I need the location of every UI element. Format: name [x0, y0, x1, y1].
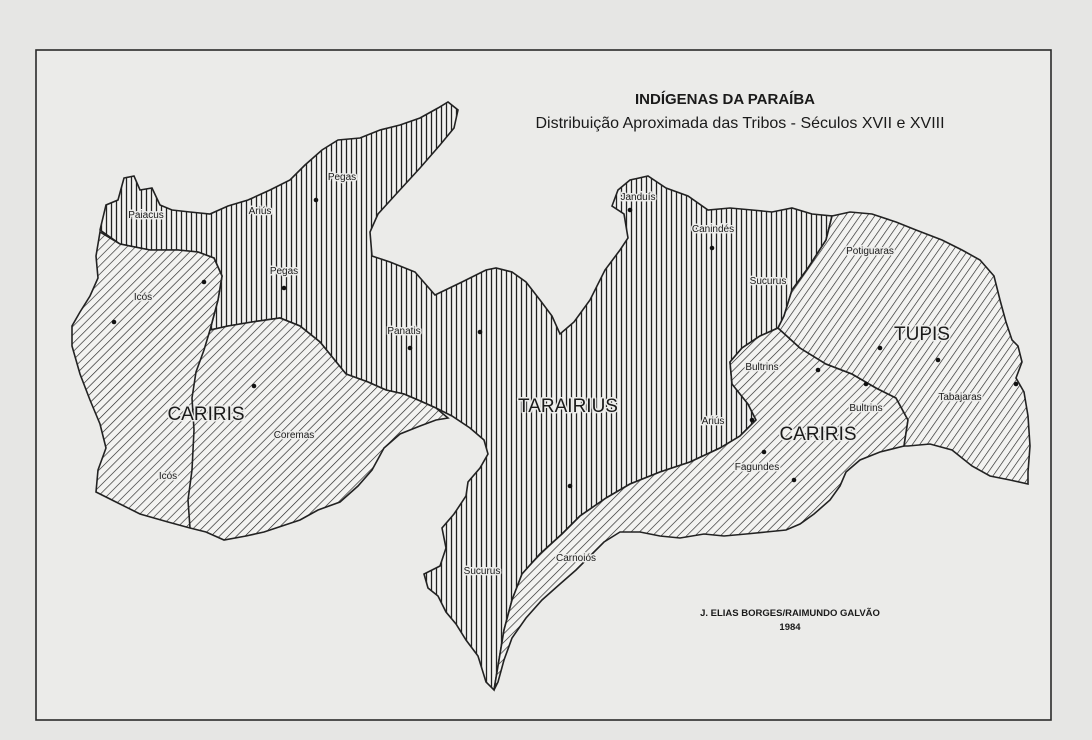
map-credit-year: 1984: [779, 622, 801, 633]
map-credit-authors: J. ELIAS BORGES/RAIMUNDO GALVÃO: [700, 608, 880, 619]
marker-bultrins-2: [863, 381, 869, 387]
group-label-tarairius: TARAIRIUS: [518, 396, 618, 417]
cariris-west-region: [71, 230, 450, 541]
tribe-label-arius-south: Ariús: [702, 416, 725, 427]
marker-jandui: [627, 207, 633, 213]
tribe-label-canindes: Canindés: [692, 224, 734, 235]
tribe-label-sucurus-south: Sucurus: [464, 566, 501, 577]
tribe-label-pegas-north: Pegas: [328, 172, 356, 183]
marker-pegas-mid: [281, 285, 287, 291]
tribe-label-icos-north: Icós: [134, 292, 152, 303]
marker-tarairius-south: [567, 483, 573, 489]
marker-bultrins-1: [815, 367, 821, 373]
marker-fagundes-east: [791, 477, 797, 483]
marker-pegas-north: [313, 197, 319, 203]
tupis-region: [777, 211, 1031, 485]
map-subtitle: Distribuição Aproximada das Tribos - Séc…: [535, 115, 944, 132]
marker-canindes: [709, 245, 715, 251]
icos-coremas-boundary: [187, 329, 211, 529]
group-label-cariris-west: CARIRIS: [167, 404, 244, 425]
marker-tupis-east: [935, 357, 941, 363]
marker-icos-west: [111, 319, 117, 325]
tribe-label-jandui: Janduís: [620, 192, 655, 203]
tribe-label-arius-north: Ariús: [249, 206, 272, 217]
tribe-label-sucurus-north: Sucurus: [750, 276, 787, 287]
tribe-label-carnoios: Carnoiós: [556, 553, 596, 564]
tribe-label-bultrins-2: Bultrins: [849, 403, 882, 414]
marker-panatis: [407, 345, 413, 351]
marker-tupis: [877, 345, 883, 351]
group-label-cariris-east: CARIRIS: [779, 424, 856, 445]
tribe-label-pegas-mid: Pegas: [270, 266, 298, 277]
tribe-label-potiguaras: Potiguaras: [846, 246, 894, 257]
marker-fagundes: [761, 449, 767, 455]
group-label-tupis: TUPIS: [894, 324, 950, 345]
marker-sucurus-north: [749, 277, 755, 283]
tribe-label-fagundes: Fagundes: [735, 462, 779, 473]
tribe-label-bultrins-1: Bultrins: [745, 362, 778, 373]
tribe-label-paiacus: Paiacus: [128, 210, 164, 221]
map-title: INDÍGENAS DA PARAÍBA: [635, 91, 815, 108]
marker-icos-north: [201, 279, 207, 285]
tribe-label-tabajaras: Tabajaras: [938, 392, 981, 403]
marker-tabajaras: [1013, 381, 1019, 387]
marker-arius-south: [749, 417, 755, 423]
marker-panatis-east: [477, 329, 483, 335]
tribe-label-coremas: Coremas: [274, 430, 315, 441]
tribe-label-panatis: Panatis: [387, 326, 420, 337]
marker-coremas: [251, 383, 257, 389]
tribe-label-icos-south: Icós: [159, 471, 177, 482]
tribe-location-markers: [111, 197, 1019, 489]
